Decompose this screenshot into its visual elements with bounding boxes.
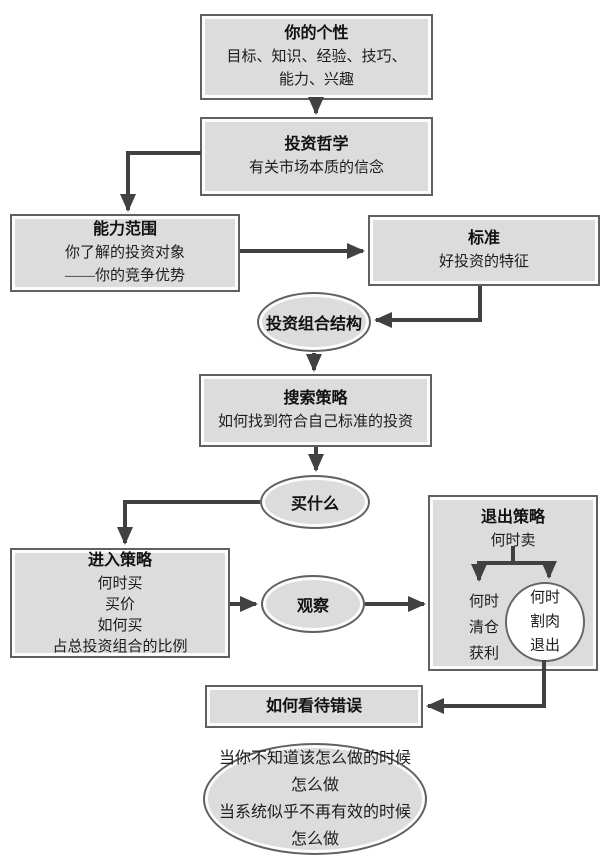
node-what-to-buy-label: 买什么: [290, 496, 339, 513]
node-competence: 能力范围 你了解的投资对象 ——你的竞争优势: [10, 214, 240, 292]
node-observe: 观察: [261, 575, 365, 633]
node-fallback-line1: 当你不知道该怎么做的时候: [218, 750, 411, 767]
node-mistakes-label: 如何看待错误: [265, 697, 362, 715]
exit-loss-line1: 何时: [529, 590, 560, 606]
node-competence-title: 能力范围: [92, 221, 157, 238]
exit-profit-branch: 何时 清仓 获利: [456, 589, 512, 667]
node-personality: 你的个性 目标、知识、经验、技巧、 能力、兴趣: [200, 14, 433, 100]
node-mistakes: 如何看待错误: [205, 685, 423, 728]
node-portfolio-structure-label: 投资组合结构: [265, 316, 362, 333]
exit-loss-circle: 何时 割肉 退出: [505, 582, 585, 662]
node-entry-strategy-line3: 如何买: [97, 618, 143, 634]
node-exit-strategy-subtitle: 何时卖: [490, 533, 536, 549]
node-personality-line2: 能力、兴趣: [278, 72, 354, 88]
connector-criteria-to-portfolio: [374, 286, 482, 328]
exit-profit-line3: 获利: [468, 646, 499, 662]
connector-whatbuy-to-entry: [117, 500, 260, 545]
node-entry-strategy: 进入策略 何时买 买价 如何买 占总投资组合的比例: [10, 548, 230, 658]
node-search-strategy-line1: 如何找到符合自己标准的投资: [217, 414, 413, 430]
exit-loss-line3: 退出: [529, 638, 560, 654]
node-exit-strategy-title: 退出策略: [480, 509, 545, 526]
node-fallback-line2: 怎么做: [290, 777, 339, 794]
node-fallback: 当你不知道该怎么做的时候 怎么做 当系统似乎不再有效的时候 怎么做: [203, 743, 427, 855]
node-criteria-line1: 好投资的特征: [438, 254, 529, 270]
node-competence-line2: ——你的竞争优势: [64, 268, 185, 284]
node-entry-strategy-line4: 占总投资组合的比例: [52, 639, 188, 655]
node-search-strategy-title: 搜索策略: [283, 390, 348, 407]
node-criteria-title: 标准: [467, 230, 500, 247]
node-exit-strategy: 退出策略 何时卖 何时 清仓 获利 何时 割肉 退出: [428, 495, 598, 671]
node-philosophy: 投资哲学 有关市场本质的信念: [200, 117, 433, 196]
node-personality-title: 你的个性: [284, 25, 349, 42]
exit-loss-line2: 割肉: [529, 614, 560, 630]
node-entry-strategy-line1: 何时买: [97, 576, 143, 592]
connector-philosophy-to-competence: [120, 151, 201, 212]
node-entry-strategy-line2: 买价: [104, 597, 135, 613]
node-fallback-line4: 怎么做: [290, 831, 339, 848]
node-competence-line1: 你了解的投资对象: [64, 245, 185, 261]
exit-profit-line1: 何时: [468, 594, 499, 610]
node-observe-label: 观察: [296, 598, 329, 615]
node-criteria: 标准 好投资的特征: [368, 215, 600, 286]
node-fallback-line3: 当系统似乎不再有效的时候: [218, 804, 411, 821]
node-search-strategy: 搜索策略 如何找到符合自己标准的投资: [199, 374, 432, 447]
exit-profit-line2: 清仓: [468, 620, 499, 636]
node-personality-line1: 目标、知识、经验、技巧、: [226, 49, 407, 65]
node-portfolio-structure: 投资组合结构: [257, 292, 371, 352]
node-what-to-buy: 买什么: [260, 475, 370, 529]
node-philosophy-line1: 有关市场本质的信念: [248, 160, 384, 176]
node-entry-strategy-title: 进入策略: [87, 552, 152, 569]
node-philosophy-title: 投资哲学: [284, 136, 349, 153]
